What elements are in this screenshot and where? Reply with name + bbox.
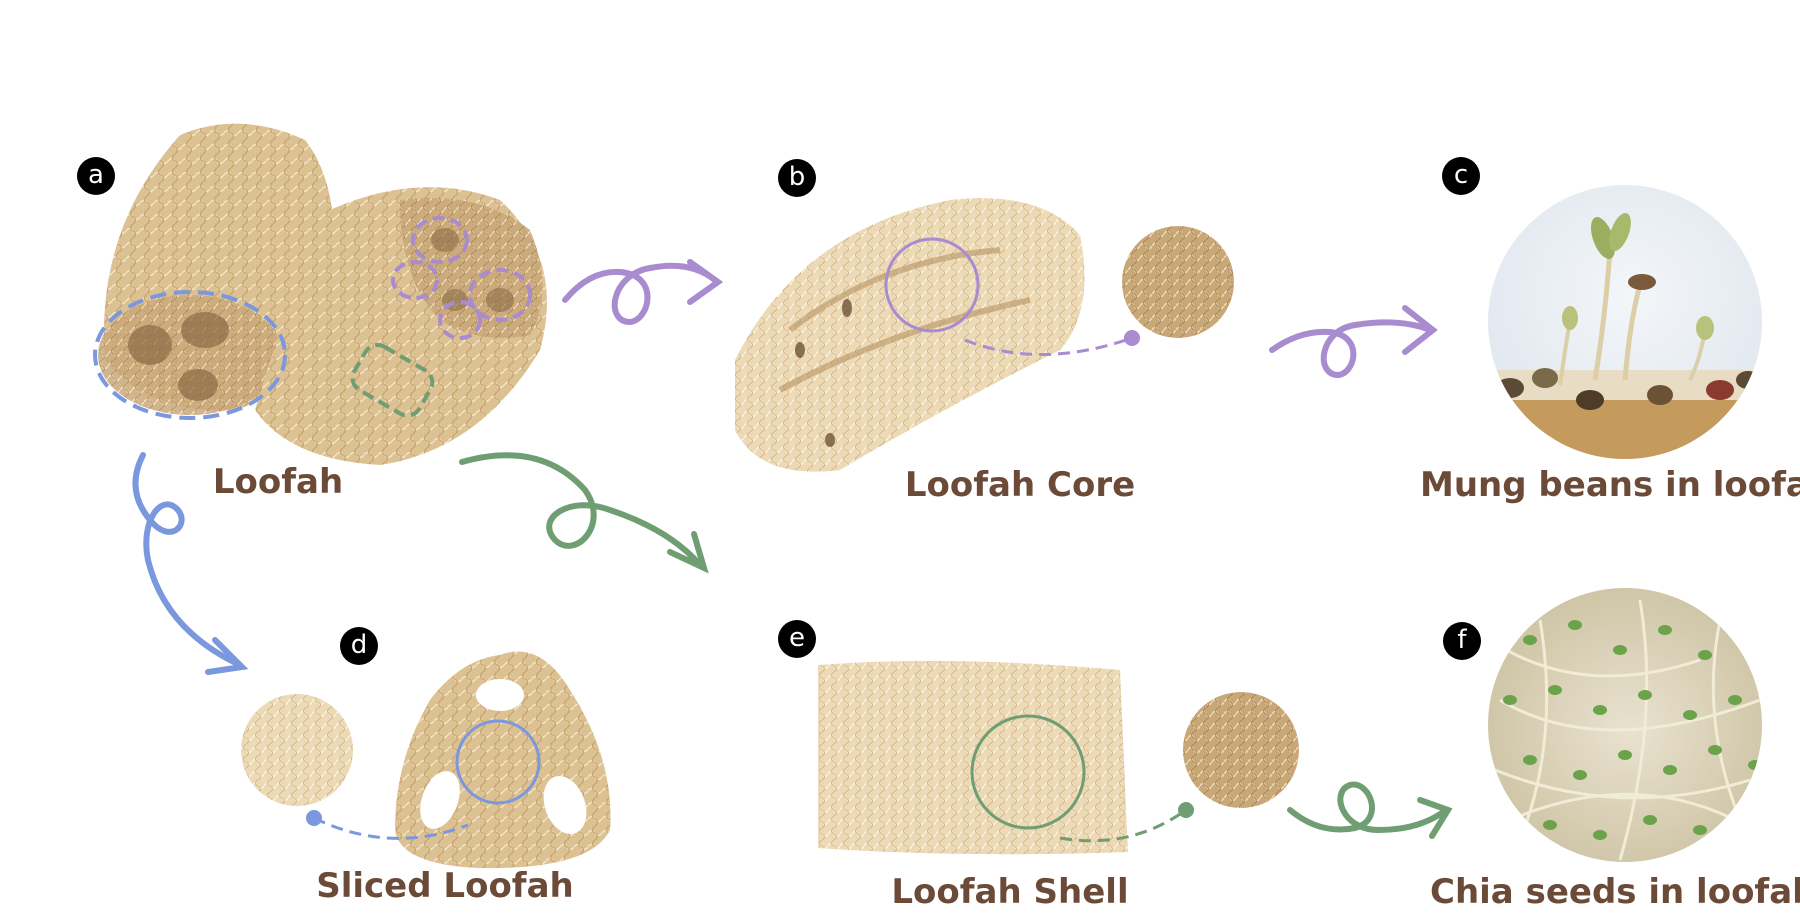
slice-zoom-marker xyxy=(455,719,541,805)
core-zoom-dot xyxy=(1124,330,1140,346)
loofah-core-photo xyxy=(735,198,1085,472)
shell-zoom-marker xyxy=(970,714,1086,830)
arrow-shell-to-chia xyxy=(1287,781,1453,839)
loofah-shell-label: Loofah Shell xyxy=(891,872,1129,912)
shell-zoom-connector xyxy=(1059,808,1187,843)
slice-region-marker xyxy=(93,290,287,420)
loofah-label: Loofah xyxy=(212,462,344,502)
shell-zoom-dot xyxy=(1178,802,1194,818)
chia-seeds-photo xyxy=(1488,588,1762,862)
panel-b-badge: b xyxy=(778,159,816,197)
core-zoom-marker xyxy=(884,237,980,333)
mung-beans-label: Mung beans in loofah xyxy=(1420,465,1800,505)
slice-zoom-connector xyxy=(313,816,469,840)
shell-region-marker xyxy=(350,342,435,418)
panel-c-badge: c xyxy=(1442,157,1480,195)
core-region-markers xyxy=(391,216,532,340)
mung-beans-photo xyxy=(1488,185,1762,459)
sliced-loofah-label: Sliced Loofah xyxy=(316,866,574,906)
core-zoom-inset xyxy=(1122,226,1234,338)
core-zoom-connector xyxy=(964,336,1133,356)
panel-a-badge: a xyxy=(77,157,115,195)
shell-zoom-inset xyxy=(1183,692,1299,808)
panel-d-badge: d xyxy=(340,627,378,665)
slice-zoom-inset xyxy=(241,694,353,806)
chia-seeds-label: Chia seeds in loofah xyxy=(1430,872,1800,912)
arrow-loofah-to-shell xyxy=(459,452,709,574)
sliced-loofah-photo xyxy=(395,651,611,869)
arrow-loofah-to-core xyxy=(562,259,724,326)
panel-e-badge: e xyxy=(778,620,816,658)
slice-zoom-dot xyxy=(306,810,322,826)
arrow-core-to-mung xyxy=(1269,305,1438,379)
loofah-core-label: Loofah Core xyxy=(904,465,1136,505)
loofah-photo xyxy=(98,123,547,465)
arrow-loofah-to-slice xyxy=(132,452,249,675)
panel-f-badge: f xyxy=(1443,622,1481,660)
